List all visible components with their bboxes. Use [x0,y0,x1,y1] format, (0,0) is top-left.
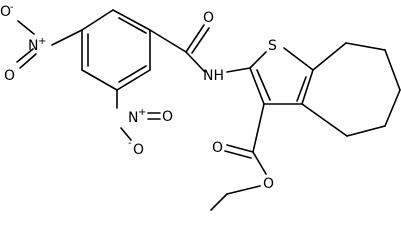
atom-label-oxygen: O [263,176,274,192]
bond [116,69,151,91]
bond [81,69,118,91]
bond [118,17,147,34]
atom-label-oxygen: O [133,142,144,158]
bond [210,193,228,211]
atom-labels: O - N + O N + O O - O NH S O O [0,2,277,192]
atom-label-oxygen: O [212,140,223,156]
positive-charge-sign: + [38,36,46,47]
bond [296,76,307,102]
atom-label-nh: NH [203,68,224,84]
bond [191,27,210,54]
bond [226,144,254,153]
bond [51,29,83,46]
bond [185,51,206,73]
bond [345,42,386,51]
bond [81,9,114,31]
bond [249,51,267,69]
atom-label-oxygen: O [162,109,173,125]
negative-charge-sign: - [128,138,132,149]
bond [252,151,267,175]
bond [224,150,252,159]
bond [283,47,314,71]
bond [384,49,401,91]
bond [252,103,265,153]
atom-label-nitrogen: N [128,110,138,126]
bond [301,103,348,137]
bond [185,24,205,53]
bond [19,53,37,69]
bond [226,185,261,195]
atom-label-oxygen: O [203,10,214,26]
bond [16,48,34,63]
negative-charge-sign: - [10,2,14,13]
bond [149,29,187,53]
bond [346,125,386,137]
bond [120,127,132,141]
bond [226,67,251,73]
bond [301,69,314,105]
atom-label-oxygen: O [4,68,15,84]
atom-label-oxygen: O [0,4,11,20]
molecular-structure-diagram: O - N + O N + O O - O NH S O O [0,2,401,211]
atom-label-nitrogen: N [28,38,38,54]
bond [118,65,147,83]
positive-charge-sign: + [138,107,146,118]
atom-label-sulfur: S [268,38,277,54]
bond [249,67,265,105]
bonds [16,9,401,211]
bond [256,69,271,101]
bond [112,9,151,31]
bond [17,20,35,35]
bond [384,89,401,127]
bond [312,42,347,71]
